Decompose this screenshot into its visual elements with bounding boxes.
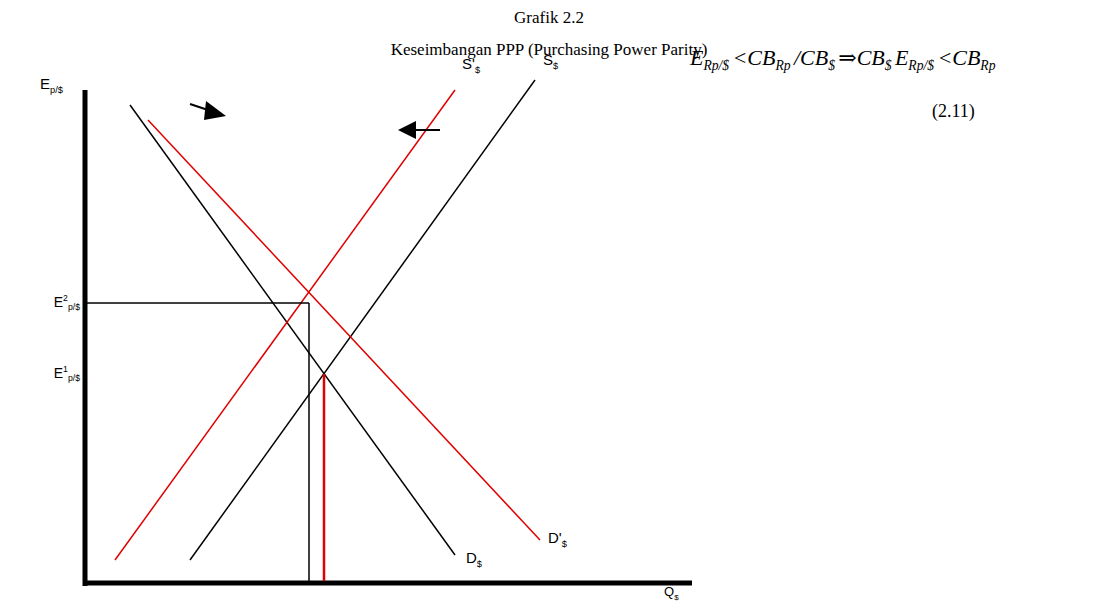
curve-label: $ bbox=[475, 65, 480, 75]
curve-label: S bbox=[543, 51, 553, 68]
equation-number-group: (2.11) bbox=[932, 102, 975, 122]
shift-arrow-head bbox=[398, 121, 416, 139]
supply-curve bbox=[190, 80, 535, 560]
price-label: 2 bbox=[63, 293, 68, 303]
price-label: 1 bbox=[63, 364, 68, 374]
axis-label-group: Q$ bbox=[664, 585, 679, 602]
axis-label: E bbox=[40, 75, 50, 92]
equation: $ bbox=[885, 59, 892, 74]
equation: $ bbox=[828, 59, 835, 74]
equation: Rp bbox=[980, 59, 995, 74]
quantity-guide-line bbox=[308, 303, 310, 581]
equation-number: (2.11) bbox=[932, 101, 975, 121]
equation: Rp bbox=[775, 59, 790, 74]
curve-label: D' bbox=[548, 529, 562, 546]
price-guide-line bbox=[87, 302, 309, 304]
price-label: p/$ bbox=[68, 373, 80, 383]
price-label-group: E2p/$ bbox=[54, 294, 80, 313]
x-axis bbox=[83, 581, 692, 586]
chart-title: Grafik 2.2 bbox=[0, 8, 1098, 28]
curve-label: $ bbox=[477, 559, 482, 569]
quantity-guide-line bbox=[323, 374, 326, 581]
curve-label: D bbox=[466, 549, 477, 566]
equation: <CB bbox=[732, 45, 775, 70]
equation-group: ERp/$<CBRp/CB$⇒CB$ERp/$<CBRp bbox=[690, 46, 995, 73]
curve-label: $ bbox=[562, 539, 567, 549]
curve-label-group: D'$ bbox=[548, 530, 567, 549]
equation: <CB bbox=[937, 45, 980, 70]
equation: ⇒CB bbox=[838, 45, 885, 70]
shift-arrow bbox=[412, 129, 440, 131]
shifted-demand-curve bbox=[148, 120, 540, 540]
curve-label: $ bbox=[553, 61, 558, 71]
curve-label-group: S$ bbox=[543, 52, 558, 71]
y-axis bbox=[83, 90, 88, 586]
axis-label: p/$ bbox=[50, 85, 63, 95]
demand-curve bbox=[130, 105, 455, 555]
axis-label-group: Ep/$ bbox=[40, 76, 63, 95]
price-label: E bbox=[54, 293, 63, 309]
axis-label: $ bbox=[674, 593, 678, 602]
shift-arrow-head bbox=[204, 101, 226, 120]
price-label-group: E1p/$ bbox=[54, 365, 80, 384]
equation: E bbox=[690, 45, 703, 70]
curve-label: S' bbox=[462, 55, 475, 72]
equation: /CB bbox=[794, 45, 828, 70]
shifted-supply-curve bbox=[115, 90, 455, 560]
axis-label: Q bbox=[664, 584, 674, 599]
curve-label-group: D$ bbox=[466, 550, 482, 569]
equation: Rp/$ bbox=[908, 59, 934, 74]
curve-label-group: S'$ bbox=[462, 56, 480, 75]
price-label: E bbox=[54, 364, 63, 380]
price-label: p/$ bbox=[68, 302, 80, 312]
equation: Rp/$ bbox=[703, 59, 729, 74]
equation: E bbox=[895, 45, 908, 70]
